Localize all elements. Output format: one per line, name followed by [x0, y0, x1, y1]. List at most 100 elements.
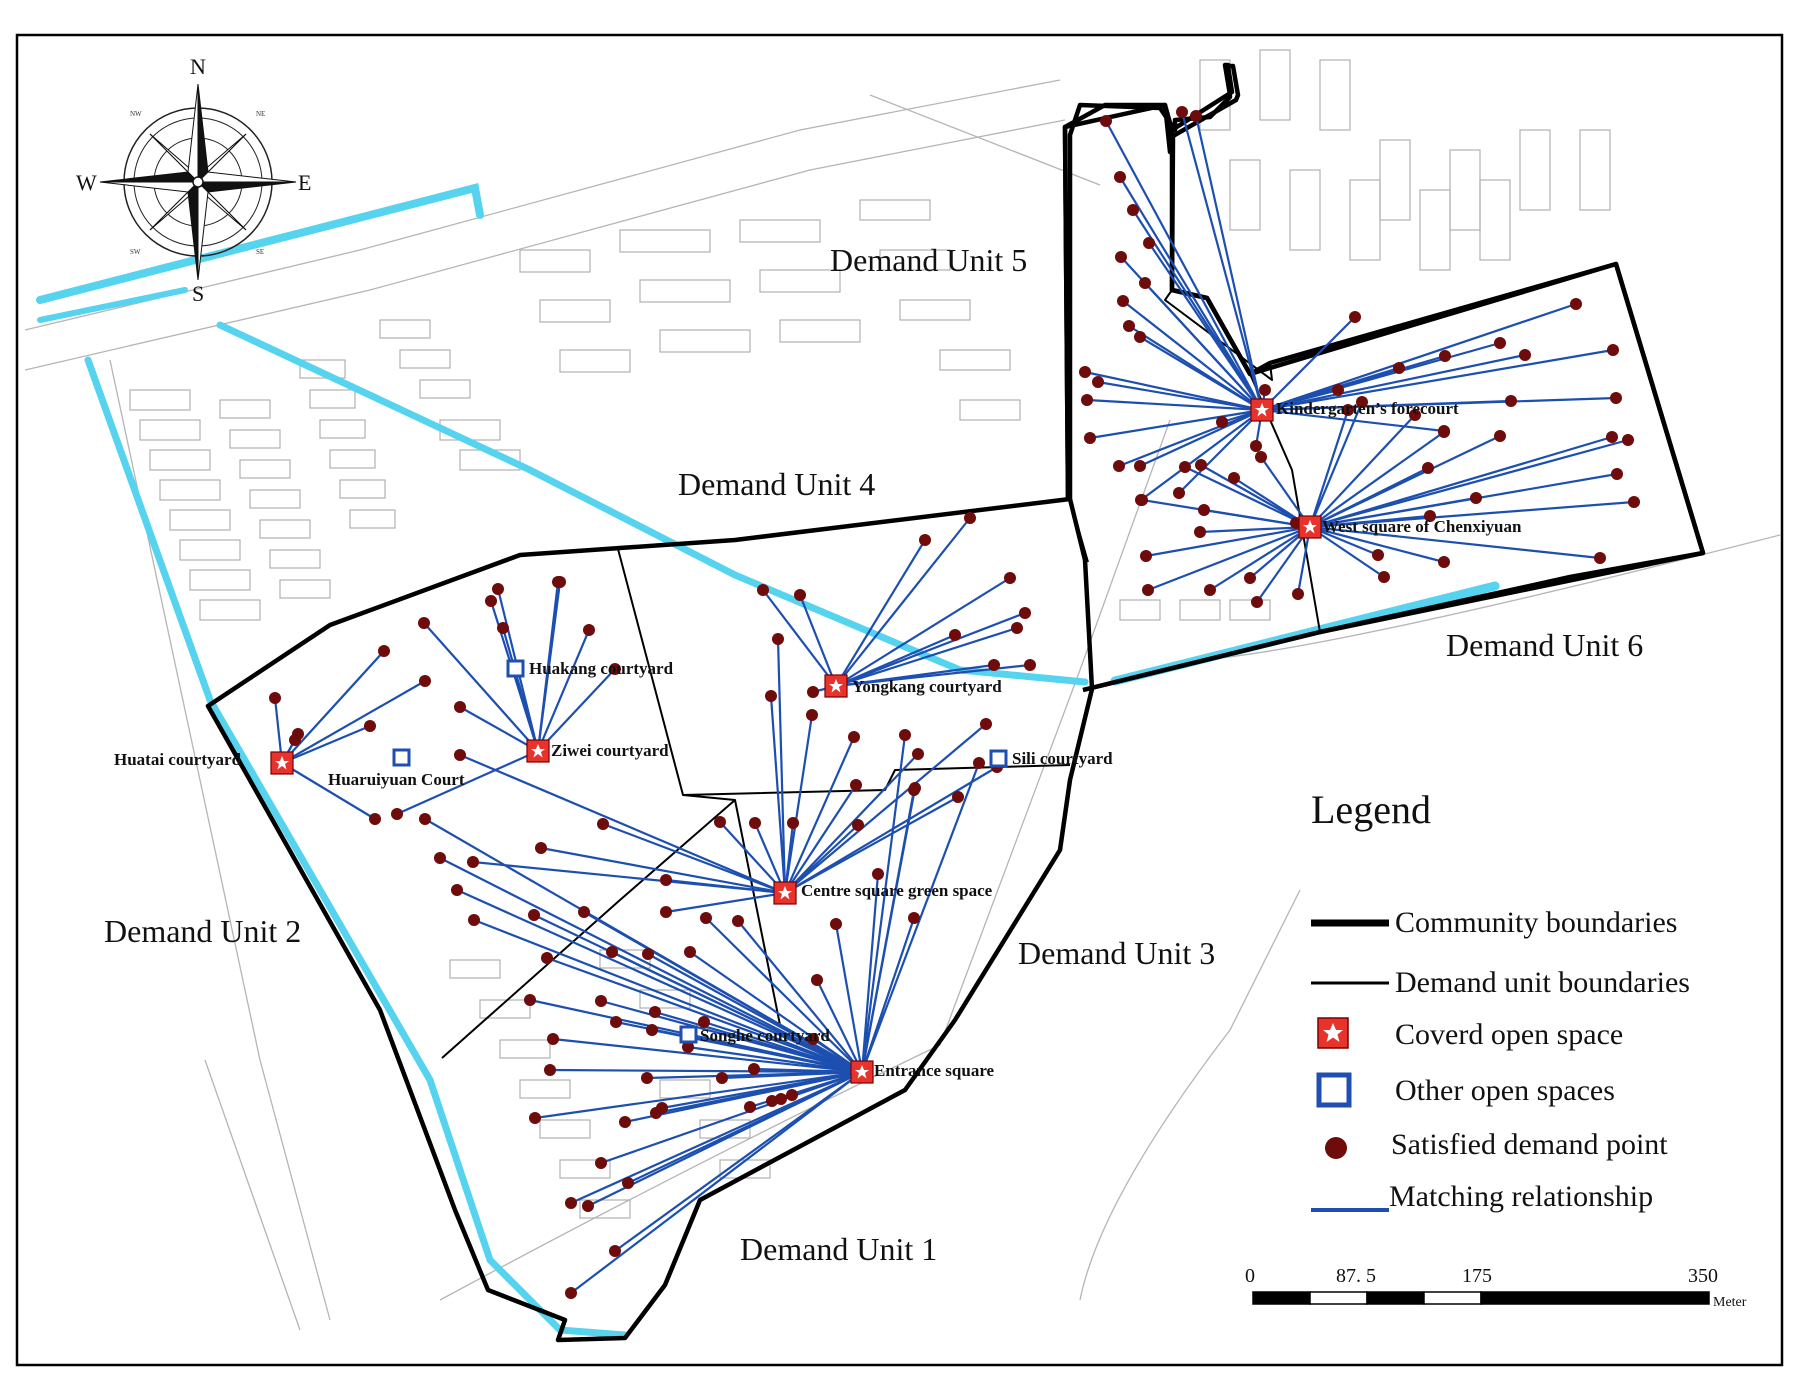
demand-point: [485, 595, 497, 607]
matching-line-kindergarten: [1261, 302, 1577, 412]
compass-ne: NE: [256, 110, 265, 118]
demand-point: [1115, 251, 1127, 263]
matching-line-kindergarten: [1148, 242, 1263, 411]
demand-point: [1438, 556, 1450, 568]
demand-point: [544, 1064, 556, 1076]
building-block: [1259, 49, 1291, 121]
legend-other: Other open spaces: [1395, 1074, 1615, 1107]
matching-line-ziwei: [459, 706, 539, 752]
site-labels: Huatai courtyard Ziwei courtyard Yongkan…: [114, 399, 1522, 1080]
matching-line-entrance: [721, 1070, 863, 1080]
scale-tick-3: 350: [1688, 1265, 1718, 1287]
matching-line-kindergarten: [1178, 409, 1263, 494]
building-block: [159, 479, 221, 501]
building-block: [519, 249, 591, 273]
matching-line-centre: [784, 796, 959, 894]
demand-point: [595, 1157, 607, 1169]
demand-point: [1393, 362, 1405, 374]
scale-segment-4: [1423, 1291, 1482, 1305]
matching-line-entrance: [570, 1071, 863, 1294]
label-kindergarten: Kindergarten’s forecourt: [1276, 399, 1459, 418]
demand-point: [1332, 384, 1344, 396]
matching-line-yongkang: [835, 626, 1018, 688]
scale-unit: Meter: [1713, 1295, 1747, 1310]
matching-line-westsquare: [1309, 438, 1629, 529]
unit-label-4: Demand Unit 4: [678, 466, 875, 502]
building-block: [199, 599, 261, 621]
building-block: [1119, 599, 1161, 621]
matching-line-entrance: [860, 787, 917, 1073]
demand-point: [1251, 596, 1263, 608]
demand-point: [1372, 549, 1384, 561]
matching-line-kindergarten: [1261, 341, 1501, 412]
building-block: [639, 989, 691, 1009]
matching-line-centre: [769, 695, 787, 894]
matching-line-westsquare: [1309, 467, 1429, 528]
matching-line-entrance: [860, 762, 981, 1073]
matching-line-westsquare: [1147, 525, 1311, 592]
matching-line-entrance: [834, 923, 864, 1073]
building-block: [619, 229, 711, 253]
matching-line-centre: [784, 723, 987, 894]
unit-label-1: Demand Unit 1: [740, 1231, 937, 1267]
building-block: [279, 579, 331, 599]
demand-point: [1173, 487, 1185, 499]
label-huatai: Huatai courtyard: [114, 750, 242, 769]
matching-line-kindergarten: [1261, 316, 1356, 411]
matching-line-yongkang: [798, 594, 838, 687]
building-block: [1419, 189, 1451, 271]
demand-point: [1259, 384, 1271, 396]
demand-point: [434, 852, 446, 864]
matching-line-entrance: [614, 1071, 863, 1252]
matching-line-entrance: [456, 888, 863, 1074]
legend: Legend Community boundaries Demand unit …: [1311, 787, 1690, 1213]
matching-line-kindergarten: [1139, 409, 1263, 467]
matching-line-centre: [719, 821, 786, 894]
building-block: [879, 249, 951, 271]
matching-line-westsquare: [1309, 525, 1601, 560]
label-songhe: Songhe courtyard: [700, 1026, 830, 1045]
matching-line-centre: [540, 846, 786, 895]
demand-point: [610, 1016, 622, 1028]
demand-point: [714, 816, 726, 828]
building-block: [659, 329, 751, 353]
demand-point: [919, 534, 931, 546]
building-block: [779, 319, 861, 343]
matching-line-centre: [784, 766, 998, 894]
demand-point: [269, 692, 281, 704]
matching-line-entrance: [647, 953, 863, 1073]
water-canal-north-2: [37, 287, 188, 323]
demand-point: [642, 948, 654, 960]
demand-point: [1127, 204, 1139, 216]
demand-point: [1195, 459, 1207, 471]
compass-rose: N S E W NW NE SW SE: [76, 54, 311, 306]
demand-point: [1142, 584, 1154, 596]
matching-line-kindergarten: [1261, 408, 1445, 433]
demand-point: [552, 576, 564, 588]
demand-point: [378, 645, 390, 657]
demand-point: [1134, 460, 1146, 472]
matching-line-centre: [459, 753, 786, 895]
building-block: [339, 479, 386, 499]
demand-point: [1117, 295, 1129, 307]
demand-point: [848, 731, 860, 743]
community-boundary-north: [1062, 102, 1706, 693]
demand-point: [454, 749, 466, 761]
demand-point: [1134, 331, 1146, 343]
demand-point: [850, 779, 862, 791]
matching-line-westsquare: [1309, 414, 1416, 528]
demand-point: [1470, 492, 1482, 504]
compass-se: SE: [256, 248, 264, 256]
matching-line-centre: [783, 822, 795, 894]
demand-point: [1100, 115, 1112, 127]
basemap-buildings: [24, 79, 1781, 1331]
demand-point: [1378, 571, 1390, 583]
demand-point: [1179, 461, 1191, 473]
demand-point: [289, 734, 301, 746]
building-block: [269, 549, 321, 569]
demand-point: [772, 633, 784, 645]
matching-line-entrance: [816, 979, 863, 1073]
matching-line-westsquare: [1309, 525, 1445, 564]
demand-point: [1136, 494, 1148, 506]
demand-point: [649, 1006, 661, 1018]
